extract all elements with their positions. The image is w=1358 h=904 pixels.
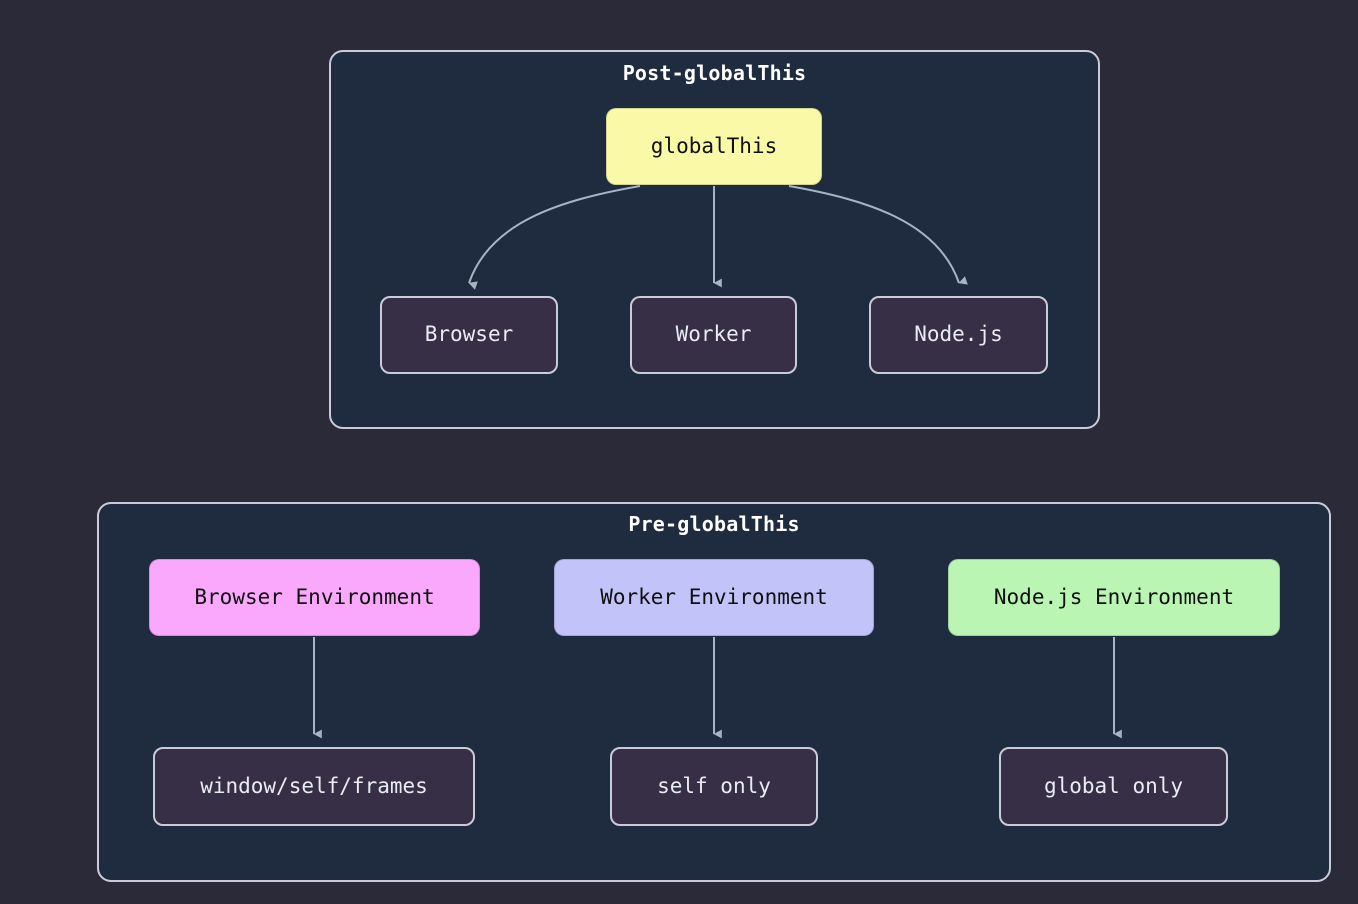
node-browser-environment-label: Browser Environment (194, 584, 435, 609)
node-worker[interactable]: Worker (630, 296, 797, 374)
node-worker-environment[interactable]: Worker Environment (554, 559, 874, 636)
node-window-self-frames[interactable]: window/self/frames (153, 747, 475, 826)
node-self-only[interactable]: self only (610, 747, 818, 826)
node-nodejs-environment[interactable]: Node.js Environment (948, 559, 1280, 636)
node-global-only[interactable]: global only (999, 747, 1228, 826)
node-global-only-label: global only (1043, 773, 1184, 798)
node-browser[interactable]: Browser (380, 296, 558, 374)
node-nodejs-label: Node.js (914, 322, 1003, 347)
node-self-only-label: self only (657, 773, 771, 798)
node-browser-environment[interactable]: Browser Environment (149, 559, 480, 636)
node-worker-environment-label: Worker Environment (600, 584, 828, 609)
node-nodejs-environment-label: Node.js Environment (993, 584, 1235, 609)
node-worker-label: Worker (675, 322, 752, 347)
node-nodejs[interactable]: Node.js (869, 296, 1048, 374)
panel-pre-globalthis-title: Pre-globalThis (628, 512, 800, 536)
panel-post-globalthis-title: Post-globalThis (622, 61, 807, 85)
node-window-self-frames-label: window/self/frames (200, 773, 428, 798)
node-browser-label: Browser (424, 322, 514, 347)
node-globalthis-label: globalThis (650, 133, 778, 158)
node-globalthis[interactable]: globalThis (606, 108, 822, 185)
